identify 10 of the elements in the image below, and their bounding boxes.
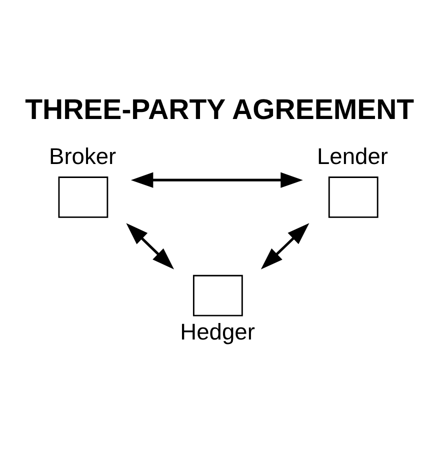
arrow xyxy=(130,172,303,188)
node-box xyxy=(58,176,108,218)
node-label: Hedger xyxy=(180,318,255,344)
node-label: Lender xyxy=(317,143,388,170)
node-box xyxy=(328,176,378,218)
node-label: Broker xyxy=(48,143,116,170)
node-box xyxy=(192,274,243,316)
arrow xyxy=(260,223,310,270)
diagram-title: THREE-PARTY AGREEMENT xyxy=(25,94,414,126)
arrow xyxy=(126,223,174,270)
